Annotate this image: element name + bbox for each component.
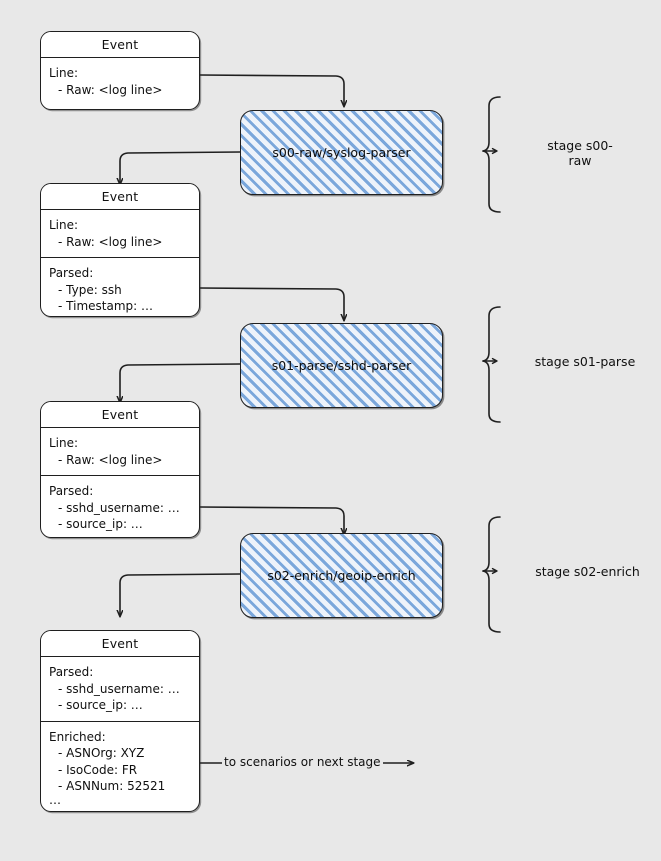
processor-box-s01-parse[interactable]: s01-parse/sshd-parser <box>240 323 443 408</box>
stage-bracket-s01 <box>482 306 501 423</box>
stage-bracket-s02-nub-arrow <box>491 567 498 575</box>
section-item: - ASNOrg: XYZ <box>58 746 145 760</box>
stage-label-s00-raw: stage s00- raw <box>520 138 640 168</box>
section-item: - Timestamp: … <box>58 299 153 313</box>
edge-event2-to-proc2 <box>199 287 344 320</box>
section-ellipsis: … <box>49 314 199 317</box>
section-title: Enriched: <box>49 729 106 744</box>
section-item: - Raw: <log line> <box>58 82 163 97</box>
stage-bracket-s00-nub-arrow <box>491 147 498 155</box>
event-section-parsed: Parsed: - sshd_username: … - source_ip: … <box>41 475 199 538</box>
section-title: Parsed: <box>49 266 94 280</box>
section-item: - sshd_username: … <box>58 500 180 515</box>
stage-label-line1: stage s02-enrich <box>535 564 640 579</box>
event-section-line: Line: - Raw: <log line> <box>41 428 199 475</box>
section-title: Parsed: <box>49 484 94 498</box>
stage-label-line1: stage s01-parse <box>534 354 636 369</box>
stage-label-line1: stage s00- <box>547 138 613 153</box>
stage-label-s02-enrich: stage s02-enrich <box>520 564 655 579</box>
processor-box-s02-enrich[interactable]: s02-enrich/geoip-enrich <box>240 533 443 618</box>
edge-proc1-to-event2 <box>120 151 241 184</box>
stage-bracket-s01-nub-arrow <box>491 357 498 365</box>
edge-proc3-to-event4 <box>120 573 241 616</box>
event-section-parsed: Parsed: - sshd_username: … - source_ip: … <box>41 657 199 721</box>
section-title: Line: <box>49 436 79 450</box>
section-item: - ASNNum: 52521 <box>58 779 166 793</box>
section-ellipsis: … <box>49 530 61 538</box>
section-item: - source_ip: … <box>58 698 143 712</box>
stage-bracket-s00 <box>482 96 501 213</box>
section-item: - IsoCode: FR <box>58 762 138 777</box>
stage-bracket-s02 <box>482 516 501 633</box>
edge-proc2-to-event3 <box>120 363 241 402</box>
event-section-enriched: Enriched: - ASNOrg: XYZ - IsoCode: FR - … <box>41 720 199 812</box>
section-item: - source_ip: … <box>58 517 143 531</box>
section-title: Line: <box>49 218 79 232</box>
event-section-line: Line: - Raw: <log line> <box>41 58 199 105</box>
event-section-line: Line: - Raw: <log line> <box>41 210 199 257</box>
section-title: Line: <box>49 66 79 80</box>
section-title: Parsed: <box>49 665 94 679</box>
event-box-title: Event <box>41 402 199 428</box>
section-item: - sshd_username: … <box>58 681 180 696</box>
section-ellipsis: … <box>49 792 61 807</box>
event-box-4[interactable]: Event Parsed: - sshd_username: … - sourc… <box>40 630 200 812</box>
event-box-title: Event <box>41 631 199 657</box>
section-item: - Raw: <log line> <box>58 234 163 249</box>
event-box-title: Event <box>41 32 199 58</box>
section-item: - Type: ssh <box>58 282 122 297</box>
event-box-3[interactable]: Event Line: - Raw: <log line> Parsed: - … <box>40 401 200 538</box>
processor-label: s00-raw/syslog-parser <box>272 145 411 160</box>
outflow-caption: to scenarios or next stage <box>222 755 383 769</box>
processor-box-s00-raw[interactable]: s00-raw/syslog-parser <box>240 110 443 195</box>
edge-event3-to-proc3 <box>199 506 344 534</box>
section-item: - Raw: <log line> <box>58 452 163 467</box>
event-box-title: Event <box>41 184 199 210</box>
processor-label: s02-enrich/geoip-enrich <box>267 568 416 583</box>
stage-label-s01-parse: stage s01-parse <box>520 354 650 369</box>
event-box-2[interactable]: Event Line: - Raw: <log line> Parsed: - … <box>40 183 200 317</box>
stage-label-line2: raw <box>568 153 592 168</box>
event-section-parsed: Parsed: - Type: ssh - Timestamp: … … <box>41 257 199 317</box>
edge-event1-to-proc1 <box>199 74 344 106</box>
event-box-1[interactable]: Event Line: - Raw: <log line> <box>40 31 200 110</box>
processor-label: s01-parse/sshd-parser <box>271 358 412 373</box>
